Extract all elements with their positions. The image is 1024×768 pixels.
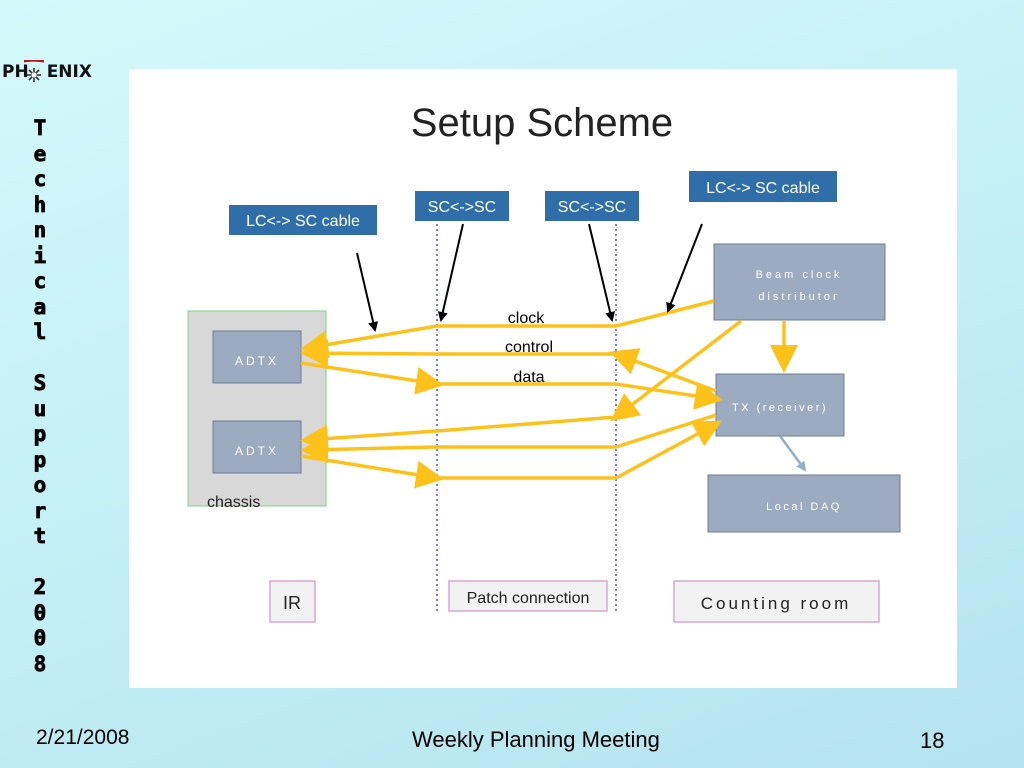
pointer-arrow-2 [437,223,464,322]
adtx-bottom-label: ADTX [235,444,279,458]
local-daq-box [707,474,901,533]
zone-counting-label: Counting room [701,594,852,613]
side-title-char: r [33,498,47,523]
local-daq-label: Local DAQ [766,501,842,513]
footer-title: Weekly Planning Meeting [412,727,660,752]
side-title-char: n [33,218,47,243]
side-title-char: p [33,422,47,447]
side-title-char: p [33,447,47,472]
beam-clock-distributor-box [713,243,886,321]
lc-sc-cable-label-right [689,171,837,202]
zone-ir-label: IR [283,593,301,613]
clock-line-bottom [610,319,743,422]
side-title-char: T [33,116,47,141]
side-title-char: a [33,294,47,319]
signal-label-control: control [505,339,553,356]
pointer-arrow-4 [666,223,703,313]
adtx-top-box [212,330,302,384]
data-line-top [300,361,444,395]
sc-sc-label-right [545,191,639,221]
pointer-arrow-1 [356,252,379,332]
zone-counting-box [673,580,880,623]
chassis-label: chassis [207,494,260,511]
beam-clock-label-2: distributor [758,291,839,303]
lc-sc-cable-label-left [229,205,377,235]
tx-receiver-label: TX (receiver) [732,402,828,414]
zone-patch-label: Patch connection [467,590,590,607]
footer-date: 2/21/2008 [36,726,130,749]
adtx-bottom-box [212,420,302,474]
side-title-char: 8 [33,651,47,676]
side-title-char: o [33,473,47,498]
sc-sc-label-left [415,191,509,221]
side-title-char: l [33,320,47,345]
diagram-panel: Setup Scheme chassis ADTX ADTX Beam cloc… [129,69,957,688]
sc-sc-label-left-text: SC<->SC [428,199,496,216]
adtx-top-label: ADTX [235,354,279,368]
side-title-char: c [33,167,47,192]
sc-sc-label-right-text: SC<->SC [558,199,626,216]
zone-patch-box [448,580,608,612]
control-line-bottom [615,413,717,449]
side-title-char: c [33,269,47,294]
clock-line-top [615,299,715,328]
signal-lines [300,299,798,489]
tx-to-daq-arrow [778,435,807,472]
signal-label-clock: clock [508,310,545,327]
side-title-char [20,550,60,576]
side-title-char: u [33,396,47,421]
side-title-char [20,346,60,372]
side-title-char: 2 [33,575,47,600]
lc-sc-cable-label-left-text: LC<-> SC cable [246,213,360,230]
phoenix-star-icon [24,60,44,82]
page-number: 18 [920,728,945,753]
signal-label-data: data [513,369,544,386]
zone-ir-box [269,580,316,623]
pointer-arrow-3 [588,223,615,322]
side-title-char: S [33,371,47,396]
beam-clock-label-1: Beam clock [756,269,843,281]
setup-scheme-diagram: Setup Scheme chassis ADTX ADTX Beam cloc… [187,101,901,623]
side-title-char: 0 [33,600,47,625]
side-title-char: i [33,243,47,268]
side-title-char: e [33,141,47,166]
data-line-bottom [300,454,444,489]
diagram-title: Setup Scheme [411,101,673,145]
side-title-char: 0 [33,626,47,651]
side-title-char: t [33,524,47,549]
lc-sc-cable-label-right-text: LC<-> SC cable [706,180,820,197]
side-title-char: h [33,192,47,217]
